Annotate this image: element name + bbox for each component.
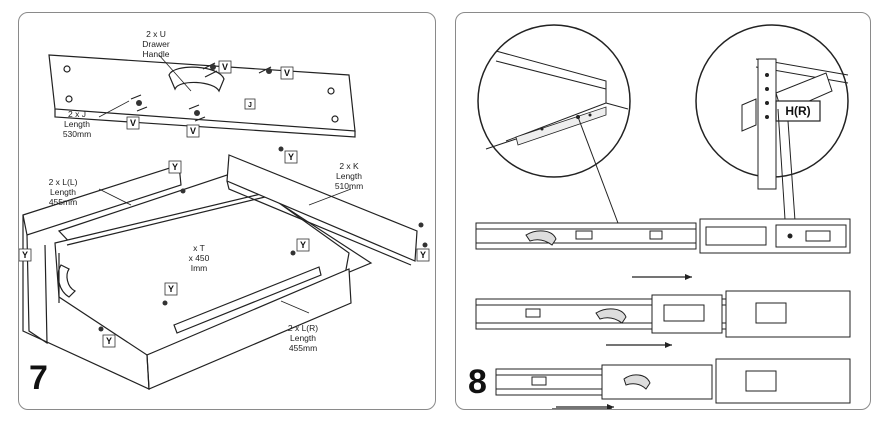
- part-code-j: J: [248, 102, 252, 109]
- step-7-diagram: V V V V Y Y Y Y Y Y Y J 2 x U Drawer Han…: [19, 29, 430, 397]
- label-front-size: 530mm: [63, 129, 91, 139]
- step-7-panel: V V V V Y Y Y Y Y Y Y J 2 x U Drawer Han…: [18, 12, 436, 410]
- part-code-y: Y: [288, 152, 294, 162]
- label-left-rail-name: Length: [50, 187, 76, 197]
- label-base-qty: x T: [193, 243, 205, 253]
- label-left-rail-qty: 2 x L(L): [49, 177, 78, 187]
- step-number: 7: [29, 359, 48, 397]
- label-back-qty: 2 x K: [339, 161, 359, 171]
- step-8-diagram: H(R): [468, 24, 851, 409]
- detail-circle-right: H(R): [695, 24, 849, 236]
- step-number: 8: [468, 363, 487, 401]
- detail-circle-left: [477, 24, 631, 240]
- label-back-size: 510mm: [335, 181, 363, 191]
- label-right-rail-qty: 2 x L(R): [288, 323, 318, 333]
- label-front-name: Length: [64, 119, 90, 129]
- part-code-v: V: [130, 118, 136, 128]
- part-code-v: V: [284, 68, 290, 78]
- part-code-y: Y: [172, 162, 178, 172]
- label-handle-qty: 2 x U: [146, 29, 166, 39]
- label-base-size: Imm: [191, 263, 208, 273]
- label-left-rail-size: 455mm: [49, 197, 77, 207]
- part-code-y: Y: [420, 250, 426, 260]
- label-base-name: x 450: [189, 253, 210, 263]
- rail-row-3: [495, 358, 851, 404]
- label-handle-name: Drawer: [142, 39, 170, 49]
- label-right-rail-size: 455mm: [289, 343, 317, 353]
- label-handle-part: Handle: [143, 49, 170, 59]
- label-back-name: Length: [336, 171, 362, 181]
- part-code-v: V: [190, 126, 196, 136]
- part-code-y: Y: [106, 336, 112, 346]
- part-code-y: Y: [22, 250, 28, 260]
- rail-row-1: [475, 218, 851, 254]
- part-code-y: Y: [168, 284, 174, 294]
- part-code-y: Y: [300, 240, 306, 250]
- step-8-panel: H(R): [455, 12, 871, 410]
- part-code-v: V: [222, 62, 228, 72]
- label-front-qty: 2 x J: [68, 109, 86, 119]
- rail-row-2: [475, 290, 851, 338]
- label-right-rail-name: Length: [290, 333, 316, 343]
- callout-hr: H(R): [785, 104, 810, 118]
